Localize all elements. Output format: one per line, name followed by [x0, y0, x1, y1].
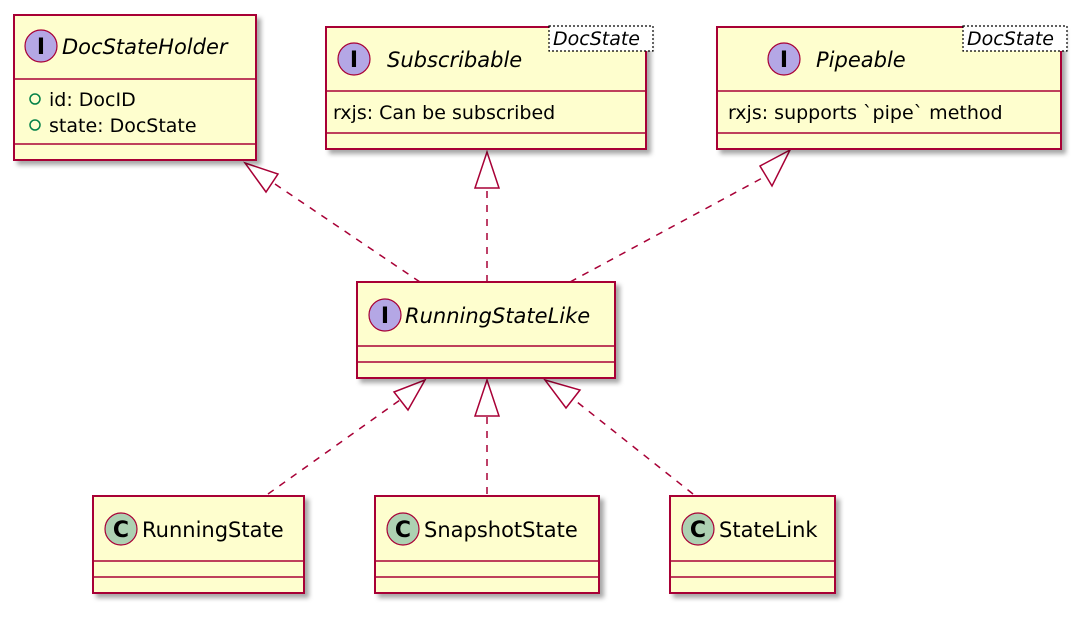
type-parameter: DocState	[967, 28, 1054, 50]
interface-pipeable[interactable]: I Pipeable DocState rxjs: supports `pipe…	[716, 25, 1068, 150]
svg-text:C: C	[395, 518, 411, 543]
interface-runningstatelike[interactable]: I RunningStateLike	[356, 281, 616, 379]
type-parameter: DocState	[553, 28, 640, 50]
interface-name: RunningStateLike	[405, 304, 590, 328]
svg-text:I: I	[350, 48, 358, 73]
type-parameter-box	[548, 25, 654, 52]
class-snapshotstate[interactable]: C SnapshotState	[374, 495, 600, 594]
class-spot-icon: C	[681, 512, 715, 546]
public-visibility-icon	[29, 93, 41, 105]
svg-text:C: C	[690, 518, 706, 543]
interface-spot-icon: I	[337, 42, 371, 76]
type-parameter-box	[962, 25, 1068, 52]
public-visibility-icon	[29, 119, 41, 131]
member-state: state: DocState	[49, 115, 197, 137]
interface-spot-icon: I	[368, 298, 402, 332]
interface-subscribable[interactable]: I Subscribable DocState rxjs: Can be sub…	[325, 25, 654, 150]
edge-snapshotstate-to-runningstatelike	[473, 377, 501, 494]
edge-runningstatelike-to-docstateholder	[243, 161, 421, 283]
edge-statelink-to-runningstatelike	[543, 378, 694, 495]
svg-text:I: I	[780, 48, 788, 73]
class-spot-icon: C	[386, 512, 420, 546]
interface-spot-icon: I	[767, 42, 801, 76]
member-rxjs: rxjs: supports `pipe` method	[728, 102, 1003, 124]
class-name: StateLink	[719, 518, 818, 542]
class-name: SnapshotState	[424, 518, 578, 542]
edge-runningstatelike-to-subscribable	[473, 149, 501, 282]
member-rxjs: rxjs: Can be subscribed	[333, 102, 555, 124]
interface-name: Pipeable	[816, 48, 906, 72]
class-spot-icon: C	[104, 512, 138, 546]
svg-text:I: I	[381, 304, 389, 329]
member-id: id: DocID	[49, 89, 136, 111]
edges	[243, 148, 792, 495]
interface-spot-icon: I	[24, 29, 58, 63]
edge-runningstate-to-runningstatelike	[267, 378, 427, 495]
class-runningstate[interactable]: C RunningState	[92, 495, 305, 594]
class-name: RunningState	[142, 518, 284, 542]
edge-runningstatelike-to-pipeable	[569, 148, 792, 283]
class-statelink[interactable]: C StateLink	[669, 495, 836, 594]
interface-name: Subscribable	[387, 48, 522, 72]
svg-text:I: I	[37, 35, 45, 60]
interface-docstateholder[interactable]: I DocStateHolder id: DocID state: DocSta…	[13, 14, 257, 161]
interface-name: DocStateHolder	[62, 35, 229, 59]
svg-text:C: C	[113, 518, 129, 543]
